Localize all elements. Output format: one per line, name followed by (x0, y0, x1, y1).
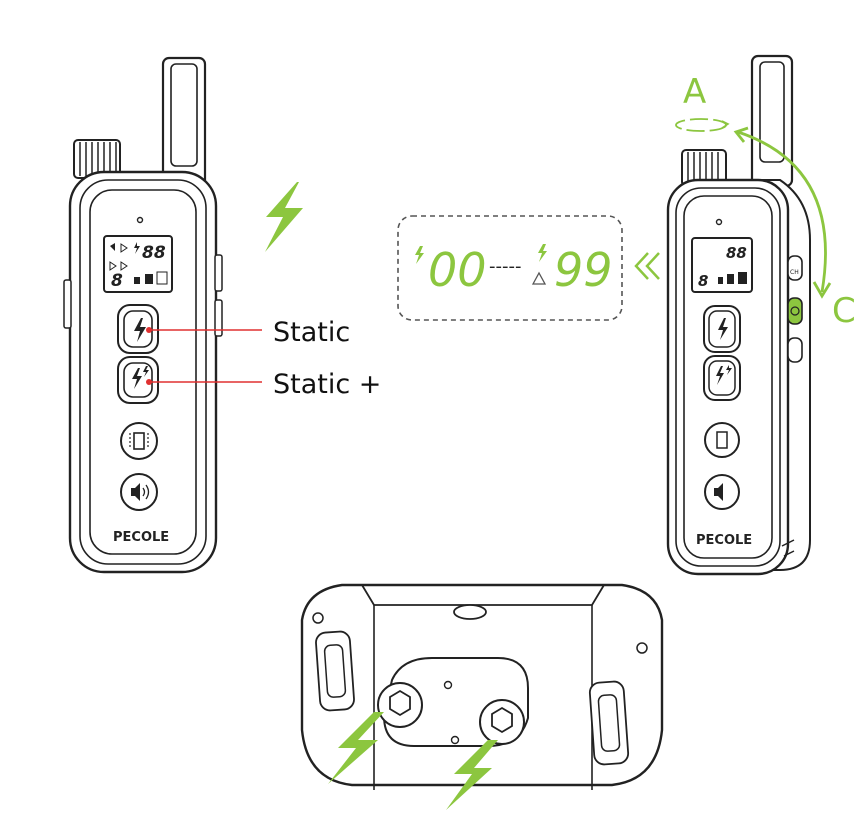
collar-bolt-right-icon (446, 740, 498, 810)
press-arrow (737, 130, 827, 293)
vibration-button-side[interactable] (704, 422, 740, 458)
vibration-icon (133, 432, 145, 450)
lightning-icon (134, 318, 146, 342)
bolt-decor-icon (265, 182, 303, 252)
lcd-range-dots: ----- (489, 256, 521, 277)
power-key[interactable] (787, 297, 803, 325)
lcd-level-min: 00 (428, 243, 487, 297)
lcd-channel-side: 8 (698, 272, 708, 290)
channel-key[interactable] (787, 255, 803, 281)
receiver-power-button[interactable] (453, 604, 487, 620)
lcd-level-small: 88 (142, 243, 166, 263)
marker-c: C (832, 291, 856, 331)
remote-front: 88 8 PECOLE (63, 56, 262, 574)
marker-a: A (683, 72, 706, 112)
light-key[interactable] (787, 337, 803, 363)
brand-logo-side: PECOLE (696, 533, 752, 548)
static-plus-button-side[interactable] (703, 355, 741, 401)
channel-key-label: CH (790, 269, 799, 276)
static-plus-label: Static + (273, 369, 381, 400)
led-indicator (136, 216, 144, 224)
lcd-channel: 8 (111, 271, 123, 291)
vibration-button[interactable] (120, 422, 158, 460)
lcd-level-small-side: 88 (726, 244, 747, 262)
lcd-zoom-box (397, 215, 623, 321)
double-lightning-icon (132, 366, 149, 389)
antenna (161, 56, 207, 190)
chevron-left-icon (634, 252, 660, 280)
collar-bolt-left-icon (328, 712, 384, 784)
brand-logo: PECOLE (113, 530, 169, 545)
lcd-level-max: 99 (554, 243, 613, 297)
beep-icon (131, 483, 140, 501)
static-label: Static (273, 317, 350, 348)
rotate-arrow-icon (675, 118, 727, 132)
collar-receiver (300, 583, 664, 790)
